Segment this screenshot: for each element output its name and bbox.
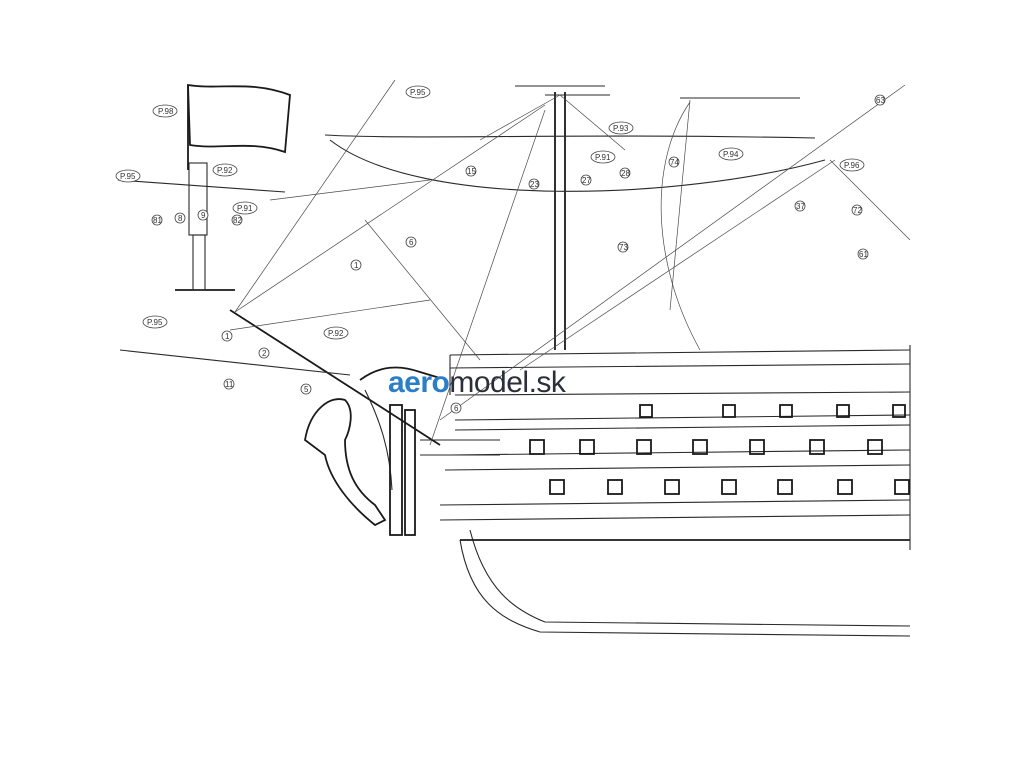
gunport-row-middle [529, 439, 883, 455]
callout-label: P.95 [120, 172, 136, 181]
callout-label: P.91 [595, 153, 611, 162]
foremast-and-yards [324, 85, 826, 350]
callout-label: P.95 [410, 88, 426, 97]
watermark-brand-b: model.sk [449, 366, 566, 399]
callout-label: 23 [530, 180, 539, 189]
callout-label: P.92 [328, 329, 344, 338]
callout-label: P.93 [613, 124, 629, 133]
callout-label: 28 [621, 169, 630, 178]
figurehead-and-bow-carving [304, 366, 500, 536]
rigging-lines [229, 79, 911, 446]
callout-label: P.92 [217, 166, 233, 175]
callout-label: 73 [619, 243, 628, 252]
hull-outline [439, 345, 911, 637]
watermark-brand-a: aero [388, 366, 450, 399]
callout-labels: P.98 P.95 P.92 P.91 81 8 9 82 P.95 1 2 1… [120, 88, 885, 413]
callout-label: 6 [409, 238, 414, 247]
callout-label: 2 [262, 349, 267, 358]
callout-label: 82 [233, 216, 242, 225]
callout-label: 37 [796, 202, 805, 211]
watermark-logo: aeromodel.sk [388, 366, 566, 400]
callout-label: P.94 [723, 150, 739, 159]
callout-label: 9 [201, 211, 206, 220]
callout-label: 5 [304, 385, 309, 394]
callout-label: 8 [178, 214, 183, 223]
callout-label: 74 [670, 158, 679, 167]
callout-label: 6 [454, 404, 459, 413]
callout-label: 81 [153, 216, 162, 225]
callout-label: 72 [853, 206, 862, 215]
callout-label: 11 [225, 380, 234, 389]
gunport-row-lower [549, 479, 910, 495]
callout-label: 27 [582, 176, 591, 185]
callout-label: 1 [354, 261, 359, 270]
callout-label: P.91 [237, 204, 253, 213]
callout-label: 1 [225, 332, 230, 341]
callout-label: P.95 [147, 318, 163, 327]
gunport-row-upper [639, 404, 906, 418]
callout-rings [115, 85, 886, 414]
callout-label: P.96 [844, 161, 860, 170]
flag [187, 83, 291, 170]
callout-label: 61 [859, 250, 868, 259]
callout-label: 63 [876, 96, 885, 105]
bowsprit-and-spars [117, 162, 441, 446]
callout-label: P.98 [158, 107, 174, 116]
callout-label: 15 [467, 167, 476, 176]
